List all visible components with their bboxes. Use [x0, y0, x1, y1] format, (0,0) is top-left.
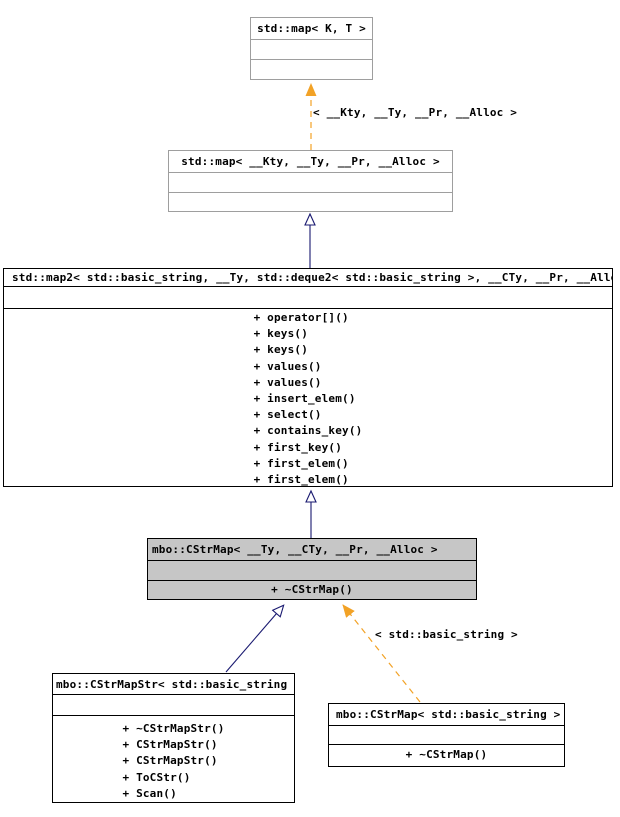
- class-methods-compartment: + ~CStrMap(): [329, 745, 564, 766]
- class-node-std-map-template[interactable]: std::map< __Kty, __Ty, __Pr, __Alloc >: [168, 150, 453, 212]
- class-attributes-compartment: [4, 287, 612, 309]
- method-item: + operator[](): [253, 310, 349, 324]
- template-args-label: < std::basic_string >: [375, 628, 518, 641]
- class-node-mbo-cstrmap-basic-string[interactable]: mbo::CStrMap< std::basic_string > + ~CSt…: [328, 703, 565, 767]
- class-title: mbo::CStrMapStr< std::basic_string >: [53, 674, 294, 695]
- class-node-std-map-k-t[interactable]: std::map< K, T >: [250, 17, 373, 80]
- class-title: std::map2< std::basic_string, __Ty, std:…: [4, 269, 612, 287]
- edge-template-cstrmapbasic-to-cstrmap: [342, 604, 421, 703]
- class-title: mbo::CStrMap< std::basic_string >: [329, 704, 564, 726]
- method-item: + CStrMapStr(): [122, 754, 218, 768]
- class-attributes-compartment: [251, 40, 372, 60]
- method-item: + values(): [253, 359, 322, 373]
- class-title: std::map< K, T >: [251, 18, 372, 40]
- class-node-mbo-cstrmap[interactable]: mbo::CStrMap< __Ty, __CTy, __Pr, __Alloc…: [147, 538, 477, 600]
- class-node-mbo-cstrmapstr[interactable]: mbo::CStrMapStr< std::basic_string > + ~…: [52, 673, 295, 803]
- method-item: + select(): [253, 408, 322, 422]
- method-item: + contains_key(): [253, 424, 363, 438]
- method-item: + first_elem(): [253, 456, 349, 470]
- class-methods-compartment: + operator[]() + keys() + keys() + value…: [4, 309, 612, 486]
- class-attributes-compartment: [169, 173, 452, 193]
- class-methods-compartment: [251, 60, 372, 79]
- method-item: + insert_elem(): [253, 391, 356, 405]
- class-methods-compartment: + ~CStrMapStr() + CStrMapStr() + CStrMap…: [53, 716, 294, 802]
- method-item: + first_key(): [253, 440, 343, 454]
- method-item: + values(): [253, 375, 322, 389]
- class-methods-compartment: + ~CStrMap(): [148, 581, 476, 599]
- method-item: + Scan(): [122, 786, 177, 800]
- class-title: std::map< __Kty, __Ty, __Pr, __Alloc >: [169, 151, 452, 173]
- class-attributes-compartment: [148, 561, 476, 581]
- edge-inherit-cstrmapstr-to-cstrmap: [225, 604, 285, 673]
- method-item: + ~CStrMapStr(): [122, 722, 225, 735]
- method-item: + ToCStr(): [122, 770, 191, 784]
- template-args-label: < __Kty, __Ty, __Pr, __Alloc >: [313, 106, 518, 119]
- class-attributes-compartment: [53, 695, 294, 716]
- method-item: + keys(): [253, 327, 308, 341]
- class-methods-compartment: [169, 193, 452, 211]
- method-item: + ~CStrMap(): [405, 748, 488, 762]
- class-node-std-map2[interactable]: std::map2< std::basic_string, __Ty, std:…: [3, 268, 613, 487]
- method-item: + keys(): [253, 343, 308, 357]
- method-item: + ~CStrMap(): [271, 582, 353, 596]
- method-item: + CStrMapStr(): [122, 738, 218, 752]
- class-attributes-compartment: [329, 726, 564, 745]
- class-title: mbo::CStrMap< __Ty, __CTy, __Pr, __Alloc…: [148, 539, 476, 561]
- method-item: + first_elem(): [253, 472, 349, 486]
